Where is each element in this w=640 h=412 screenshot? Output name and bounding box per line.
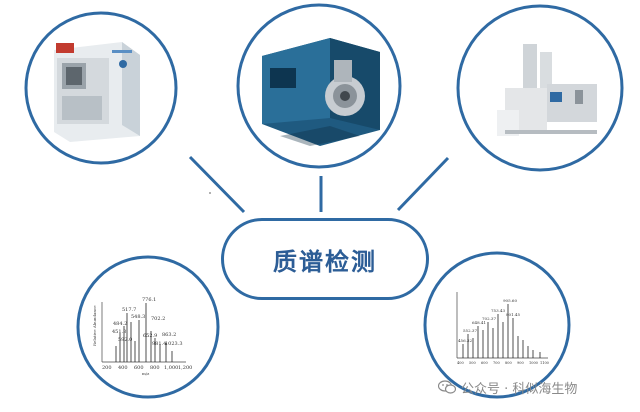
- spectrum-left-peak-label: 981.4: [152, 341, 166, 347]
- spectrum-right-xtick: 900: [517, 361, 524, 365]
- instrument-circle-3: [456, 4, 624, 172]
- spectrum-left-peaks: [115, 303, 173, 362]
- spectrum-left-ylabel: Relative Abundance: [92, 305, 97, 346]
- spectrum-right-xtick: 700: [493, 361, 500, 365]
- spectrum-right-peaks: [462, 304, 541, 358]
- spectrum-left-xtick: 400: [118, 365, 128, 371]
- spectrum-left-xtick: 1,200: [178, 365, 192, 371]
- spectrum-left-peak-label: 451.3: [112, 329, 126, 335]
- spectrum-left-peak-label: 863.2: [162, 332, 176, 338]
- spectrum-left-peak-label: 652.9: [143, 333, 157, 339]
- spectrum-right-peak-label: 702.37: [482, 316, 496, 321]
- spectrum-right-xtick: 800: [505, 361, 512, 365]
- spectrum-right-xtick: 1100: [540, 361, 549, 365]
- spectrum-left-xtick: 800: [150, 365, 160, 371]
- spectrum-right-xtick: 1000: [529, 361, 538, 365]
- spectrum-right-peak-label: 753.43: [491, 308, 505, 313]
- spectrum-plot-right: 905.60 753.43 801.45 648.41 702.37 552.3…: [456, 292, 549, 365]
- sciex-instrument-image: [262, 38, 380, 146]
- spectrum-right-peak-label: 648.41: [472, 320, 486, 325]
- watermark-text: 公众号 · 科似海生物: [461, 381, 578, 397]
- spectrum-left-peak-label: 592.0: [118, 337, 132, 343]
- spectrum-right-xtick: 400: [457, 361, 464, 365]
- spectrum-left-xtick: 600: [134, 365, 144, 371]
- spectrum-left-peak-label: 776.1: [142, 297, 156, 303]
- connector-top-left: [188, 155, 246, 214]
- spectrum-right-peak-label: 801.45: [506, 312, 520, 317]
- spectrum-right-peak-label: 456.32: [458, 338, 472, 343]
- spectrum-left-peak-label: 517.7: [122, 307, 136, 313]
- spectrum-circle-right: [423, 251, 571, 399]
- spectrum-left-xtick: 200: [102, 365, 112, 371]
- spectrum-right-peak-label: 552.37: [463, 328, 477, 333]
- spectrum-right-peak-label: 905.60: [503, 298, 517, 303]
- spectrum-left-xlabel: m/z: [142, 371, 149, 376]
- watermark: 公众号 · 科似海生物: [438, 377, 577, 397]
- orbitrap-instrument-image: [54, 42, 140, 142]
- spectrum-right-xtick: 500: [469, 361, 476, 365]
- stray-dot: [209, 192, 211, 194]
- wechat-icon: [438, 380, 456, 394]
- instrument-circle-1: [24, 11, 178, 165]
- spectrum-left-peak-label: 1023.3: [165, 341, 183, 347]
- spectrum-circle-left: [76, 255, 220, 399]
- connector-top-right: [396, 156, 450, 212]
- spectrum-plot-left: 776.1 517.7 548.3 484.2 451.3 592.0 702.…: [92, 297, 192, 376]
- spectrum-left-peak-label: 548.3: [131, 314, 145, 320]
- center-node: 质谱检测: [221, 218, 429, 300]
- center-title: 质谱检测: [273, 247, 377, 276]
- instrument-circle-2: [236, 3, 402, 169]
- spectrum-left-peak-label: 484.2: [113, 321, 127, 327]
- spectrum-left-peak-label: 702.2: [151, 316, 165, 322]
- gcms-instrument-image: [497, 44, 597, 136]
- spectrum-left-xtick: 1,000: [164, 365, 178, 371]
- spectrum-right-xtick: 600: [481, 361, 488, 365]
